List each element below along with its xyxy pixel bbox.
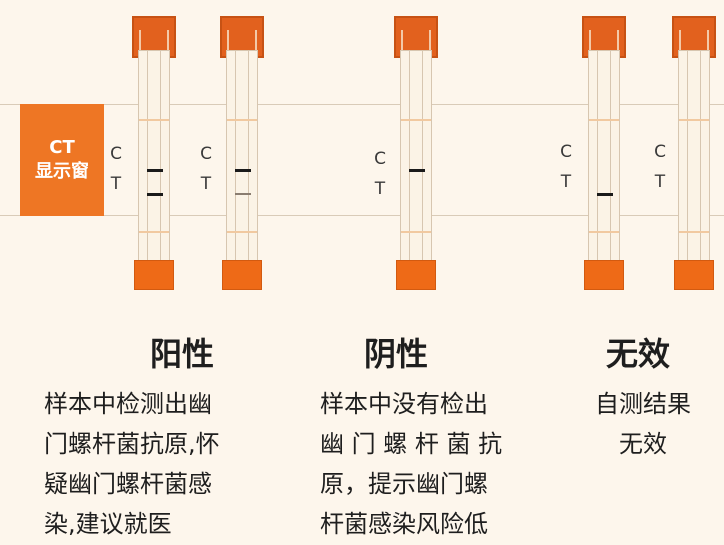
c-label: C	[110, 144, 122, 164]
strip-body	[588, 50, 620, 264]
negative-desc-line: 样本中没有检出	[320, 390, 488, 418]
t-label: T	[560, 172, 572, 192]
invalid-heading: 无效	[606, 335, 671, 373]
test-strip-invalid-1	[582, 16, 626, 290]
c-label: C	[374, 149, 386, 169]
positive-desc-line: 门螺杆菌抗原,怀	[44, 430, 220, 458]
control-line	[409, 169, 425, 172]
strip-body	[678, 50, 710, 264]
positive-desc-line: 疑幽门螺杆菌感	[44, 470, 212, 498]
sample-pad	[134, 260, 174, 290]
test-line	[597, 193, 613, 196]
strip-body	[226, 50, 258, 264]
positive-desc-line: 染,建议就医	[44, 510, 172, 538]
test-line-faint	[235, 193, 251, 195]
control-line	[147, 169, 163, 172]
positive-heading: 阳性	[150, 335, 215, 373]
negative-desc-line: 幽 门 螺 杆 菌 抗	[320, 430, 503, 458]
ct-window-band	[0, 104, 724, 216]
sample-pad	[396, 260, 436, 290]
positive-description: 样本中检测出幽 门螺杆菌抗原,怀 疑幽门螺杆菌感 染,建议就医	[44, 384, 220, 544]
test-strip-positive-1	[132, 16, 176, 290]
negative-desc-line: 杆菌感染风险低	[320, 510, 488, 538]
t-label: T	[654, 172, 666, 192]
test-line	[147, 193, 163, 196]
t-label: T	[200, 174, 212, 194]
c-label: C	[654, 142, 666, 162]
test-strip-invalid-2	[672, 16, 716, 290]
invalid-desc-line: 自测结果	[595, 390, 691, 418]
invalid-description: 自测结果 无效	[588, 384, 698, 464]
positive-desc-line: 样本中检测出幽	[44, 390, 212, 418]
c-label: C	[200, 144, 212, 164]
sample-pad	[584, 260, 624, 290]
t-label: T	[110, 174, 122, 194]
ct-window-label: CT 显示窗	[20, 104, 104, 216]
ct-window-label-line2: 显示窗	[35, 161, 89, 182]
test-strip-negative	[394, 16, 438, 290]
negative-description: 样本中没有检出 幽 门 螺 杆 菌 抗 原，提示幽门螺 杆菌感染风险低	[320, 384, 502, 544]
c-label: C	[560, 142, 572, 162]
sample-pad	[222, 260, 262, 290]
t-label: T	[374, 179, 386, 199]
test-strip-positive-2	[220, 16, 264, 290]
invalid-desc-line: 无效	[619, 430, 667, 458]
strip-body	[138, 50, 170, 264]
negative-desc-line: 原，提示幽门螺	[320, 470, 488, 498]
sample-pad	[674, 260, 714, 290]
negative-heading: 阴性	[364, 335, 429, 373]
strip-body	[400, 50, 432, 264]
ct-window-label-line1: CT	[49, 137, 75, 158]
control-line	[235, 169, 251, 172]
